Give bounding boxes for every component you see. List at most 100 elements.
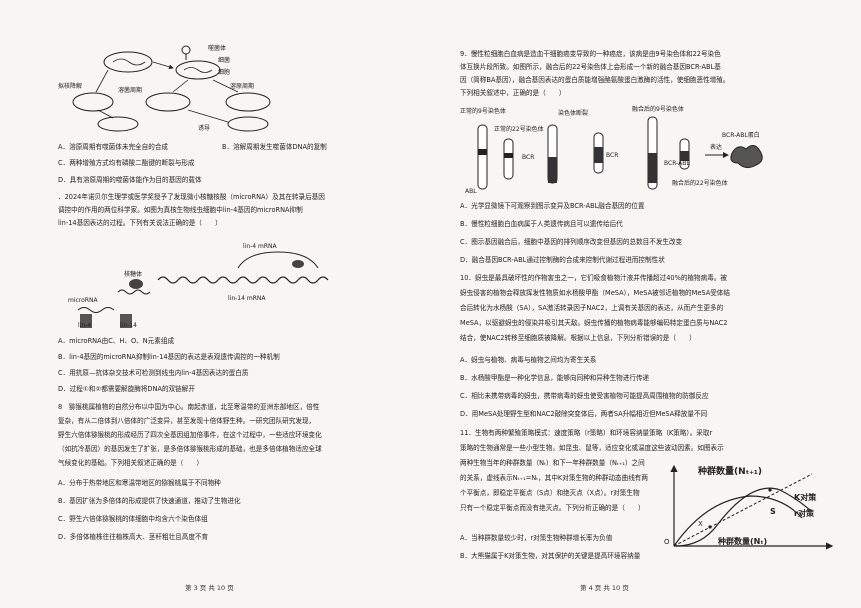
- q10-stem-3: 合后转化为水杨酸（SA），SA激活转录因子NAC2，上调有关基因的表达，从而产生…: [460, 304, 724, 312]
- q8-stem-2: 复杂，有从二倍体到八倍体的广泛变异，甚至发现十倍体野生种。一研究团队研究发现，: [58, 417, 316, 425]
- r-strategy-curve: [673, 495, 803, 547]
- bacterium-2: [175, 60, 221, 80]
- q9-option-a: A．光学显微镜下可观察到图示变异及BCR-ABL融合基因的位置: [460, 202, 645, 210]
- right-page-footer: 第 4 页 共 10 页: [580, 584, 629, 592]
- q11-stem-4: 的关系，虚线表示Nₜ₊₁=Nₜ，其中K对策生物的种群动态曲线有两: [460, 474, 648, 482]
- q6-option-d: D．具有溶原周期的噬菌体能作为目的基因的载体: [58, 176, 202, 184]
- bacterium-3: [72, 92, 114, 112]
- normal-chr9-label: 正常的9号染色体: [460, 107, 506, 115]
- lin14-mrna-label: lin-14 mRNA: [228, 295, 266, 302]
- q6-option-b: B．溶解周期发生噬菌体DNA的复制: [222, 143, 327, 151]
- bacterium-7: [97, 116, 139, 132]
- x-label: X: [698, 520, 703, 528]
- s-label: S: [770, 507, 776, 516]
- q6-option-c: C．两种增殖方式均有磷酸二酯键的断裂与形成: [58, 159, 195, 167]
- phage-lifecycle-figure: 噬菌体 细菌 细胞 拟核降解 溶菌周期 溶原周期 诱导: [58, 44, 271, 132]
- bcr-abl-label: BCR-ABL: [664, 160, 690, 167]
- bcr-label-2: BCR: [606, 152, 618, 159]
- lin4-gene-label: lin-4: [78, 322, 91, 329]
- r-strategy-label: r对策: [794, 508, 815, 518]
- lysogenic-cycle-label: 溶原周期: [230, 82, 254, 90]
- fused-chr9-label: 融合后的9号染色体: [632, 105, 684, 113]
- k-strategy-curve: [675, 487, 811, 547]
- bcr-label-1: BCR: [522, 154, 534, 161]
- microrna-label: microRNA: [68, 297, 98, 304]
- bacteria-label: 细菌: [218, 56, 230, 64]
- nucleoid-degradation-label: 拟核降解: [58, 82, 82, 90]
- q9-option-c: C．图示基因融合后，细胞中基因的排列顺序改变但基因的总数目不发生改变: [460, 238, 683, 246]
- q11-option-a: A．当种群数量较少时，r对策生物种群增长率为负值: [460, 534, 613, 542]
- phage-icon: [181, 45, 191, 55]
- q7-option-d: D．过程①和②都需要解旋酶将DNA的双链解开: [58, 385, 195, 393]
- ribosome-label: 核糖体: [124, 270, 142, 278]
- left-page-footer: 第 3 页 共 10 页: [185, 584, 234, 592]
- bacterium-5: [225, 92, 271, 112]
- chromosome-22: [503, 138, 514, 180]
- q8-option-c: C．野生六倍体猕猴桃的体细胞中均含六个染色体组: [58, 515, 208, 523]
- k-strategy-label: K对策: [794, 492, 817, 502]
- q10-option-a: A．蚜虫与植物、病毒与植物之间均为寄生关系: [460, 356, 597, 364]
- q8-stem-1: 8 猕猴桃属植物的自然分布以中国为中心。南起赤道，北至寒温带的亚洲东部地区，倍性: [58, 403, 320, 411]
- ribosome-icon-2: [292, 260, 304, 268]
- fused-chr22-label: 融合后的22号染色体: [672, 179, 728, 187]
- q11-stem-3: 两种生物当年的种群数量（Nₜ）和下一年种群数量（Nₜ₊₁）之间: [460, 459, 645, 467]
- q10-stem-2: 蚜虫侵害的植物会释放挥发性物质如水杨酸甲酯（MeSA），MeSA被邻近植物的Me…: [460, 289, 730, 297]
- y-axis-label: 种群数量(Nₜ₊₁): [697, 465, 762, 477]
- x-point: [708, 525, 712, 529]
- q9-option-b: B．慢性粒细胞白血病属于人类遗传病且可以遗传给后代: [460, 220, 623, 228]
- q11-option-b: B．大熊猫属于K对策生物，对其保护的关键是提高环境容纳量: [460, 552, 641, 560]
- s-point: [768, 488, 772, 492]
- q8-stem-5: 气候变化的基础。下列相关叙述正确的是（ ）: [58, 459, 204, 467]
- x-axis-label: 种群数量(Nₜ): [717, 536, 767, 546]
- q7-option-b: B．lin-4基因的microRNA抑制lin-14基因的表达是表观遗传调控的一…: [58, 353, 280, 361]
- chromosome-figure: 正常的9号染色体 正常的22号染色体 BCR ABL 染色体断裂 BCR 融合后…: [460, 105, 763, 195]
- origin-label: O: [664, 538, 670, 546]
- q8-option-a: A．分布于热带地区和寒温带地区的猕猴桃属于不同物种: [58, 479, 221, 487]
- microrna-figure: lin-4 mRNA 核糖体 microRNA lin-4 lin-14 lin…: [68, 243, 329, 329]
- population-graph: 种群数量(Nₜ₊₁) 种群数量(Nₜ) K对策 r对策 S X O: [664, 464, 834, 550]
- lin4-mrna-label: lin-4 mRNA: [243, 243, 278, 250]
- identity-line: [673, 473, 813, 547]
- q9-stem-4: 下列相关叙述中，正确的是（ ）: [460, 89, 566, 97]
- q7-stem-3: lin-14基因表达的过程。下列有关说法正确的是（ ）: [58, 219, 222, 227]
- bcr-abl-protein-label: BCR-ABL蛋白: [722, 131, 760, 139]
- q10-stem-4: MeSA，以驱避蚜虫的侵染并吸引其天敌。蚜虫传播的植物病毒能够编码特定蛋白质与N…: [460, 319, 728, 327]
- cell-label: 细胞: [218, 68, 230, 76]
- ribosome-icon: [129, 279, 143, 289]
- q10-stem-5: 结合，使NAC2转移至细胞质被降解。根据以上信息，下列分析错误的是（ ）: [460, 334, 696, 342]
- q8-option-b: B．基因扩张为多倍体的形成提供了快速通道，推动了生物进化: [58, 497, 241, 505]
- lin14-gene-label: lin-14: [120, 322, 137, 329]
- q11-stem-5: 个平衡点，即稳定平衡点（S点）和绝灭点（X点）。r对策生物: [460, 489, 640, 497]
- q11-stem-6: 只有一个稳定平衡点而没有绝灭点。下列分析正确的是（ ）: [460, 504, 645, 512]
- phage-label: 噬菌体: [208, 44, 226, 52]
- q9-stem-3: 因（简称BA基因），融合基因表达的蛋白质能增强酪氨酸蛋白激酶的活性，使细胞恶性增…: [460, 76, 730, 84]
- q9-stem-2: 体互换片段所致。如图所示，融合后的22号染色体上会形成一个新的融合基因BCR-A…: [460, 63, 721, 71]
- q8-stem-3: 野生六倍体猕猴桃的形成经历了四次全基因组加倍事件，在这个过程中，一些适应环境变化: [58, 431, 322, 439]
- right-page: 9．慢性粒细胞白血病是造血干细胞癌变导致的一种癌症，该病是由9号染色体和22号染…: [430, 0, 861, 608]
- q9-stem-1: 9．慢性粒细胞白血病是造血干细胞癌变导致的一种癌症，该病是由9号染色体和22号染…: [460, 50, 721, 58]
- q7-stem-2: 调控中的作用的两位科学家。如图为真核生物线虫细胞中lin-4基因的microRN…: [58, 206, 303, 214]
- expression-label: 表达: [710, 143, 722, 151]
- normal-chr22-label: 正常的22号染色体: [494, 125, 544, 133]
- q8-stem-4: （如抗冷基因）的基因发生了扩张，是多倍体猕猴桃形成的基础，也是多倍体植物适应全球: [58, 445, 322, 453]
- q10-stem-1: 10．蚜虫是最具破坏性的作物害虫之一，它们吸食植物汁液并传播超过40%的植物病毒…: [460, 274, 728, 282]
- q11-stem-2: 策略的生物通常是一些小型生物，如昆虫、鼠等，适应变化或温度这些波动因素。如图表示: [460, 444, 724, 452]
- q8-option-d: D．多倍体植株往往植株高大、茎秆粗壮且高度不育: [58, 533, 209, 541]
- left-page: 噬菌体 细菌 细胞 拟核降解 溶菌周期 溶原周期 诱导 A．溶原周期有噬菌体未完…: [0, 0, 430, 608]
- q7-option-c: C．用抗原—抗体杂交技术可检测到线虫内lin-4基因表达的蛋白质: [58, 369, 249, 377]
- q9-option-d: D．融合基因BCR-ABL通过控制酶的合成来控制代谢过程进而控制性状: [460, 256, 665, 264]
- q10-option-c: C．相比未携带病毒的蚜虫，携带病毒的蚜虫使受害植物可能提高周围植物的防御反应: [460, 392, 709, 400]
- bacterium-1: [103, 51, 153, 73]
- abl-label: ABL: [465, 188, 477, 195]
- q11-stem-1: 11．生物有两种繁殖策略模式：速度策略（r策略）和环境容纳量策略（K策略）。采取…: [460, 429, 713, 437]
- q7-option-a: A．microRNA由C、H、O、N元素组成: [58, 337, 175, 345]
- q6-option-a: A．溶原周期有噬菌体未完全自的合成: [58, 143, 169, 151]
- lytic-cycle-label: 溶菌周期: [118, 86, 142, 94]
- q7-stem-1: ．2024年诺贝尔生理学或医学奖授予了发现微小核糖核酸（microRNA）及其在…: [58, 193, 325, 201]
- bacterium-6: [227, 116, 269, 132]
- q10-option-d: D．用MeSA处理野生型和NAC2敲除突变体后，两者SA升幅相近但MeSA释放量…: [460, 410, 708, 418]
- bacterium-4: [145, 92, 191, 112]
- chromosome-9: [477, 124, 488, 190]
- q10-option-b: B．水杨酸甲酯是一种化学信息，能够向同种和异种生物进行传递: [460, 374, 650, 382]
- chromosome-break-label: 染色体断裂: [558, 109, 588, 117]
